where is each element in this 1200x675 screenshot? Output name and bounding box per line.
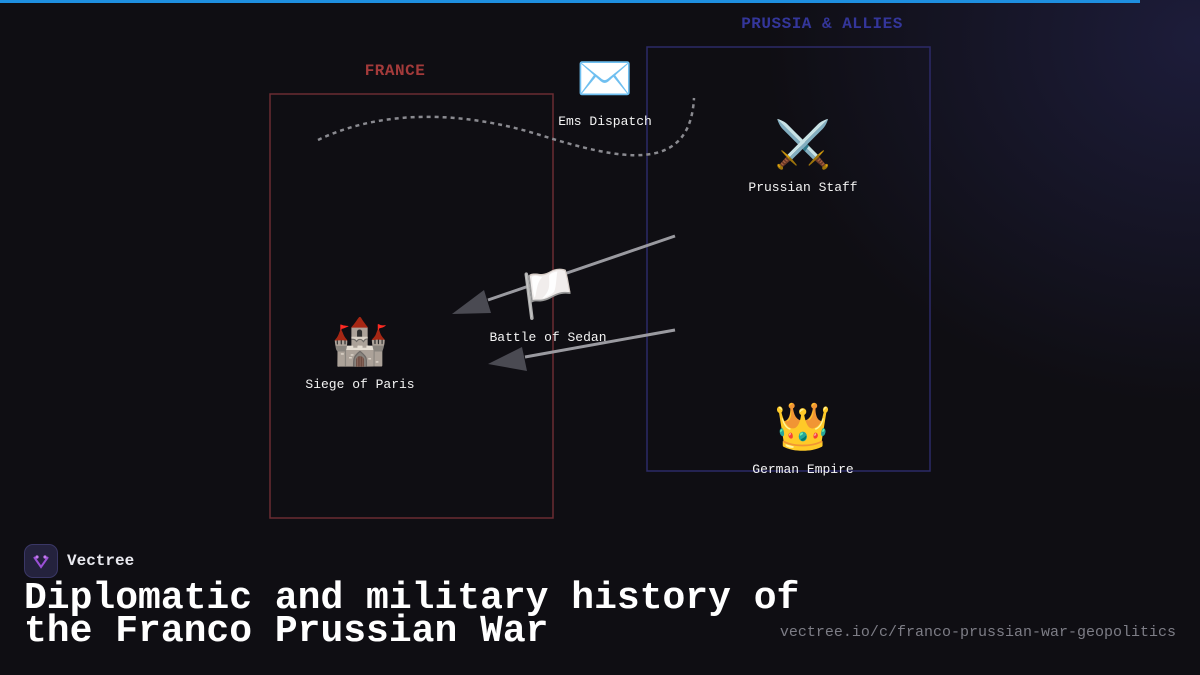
group-box-france xyxy=(269,93,554,519)
node-label: German Empire xyxy=(752,462,854,477)
node-battle-of-sedan[interactable]: 🏳️ Battle of Sedan xyxy=(448,266,648,345)
group-box-prussia xyxy=(646,46,931,472)
edge-staff-to-paris-arrowhead xyxy=(452,290,491,314)
group-label-prussia: PRUSSIA & ALLIES xyxy=(741,15,903,33)
source-url[interactable]: vectree.io/c/franco-prussian-war-geopoli… xyxy=(779,624,1176,641)
node-ems-dispatch[interactable]: ✉️ Ems Dispatch xyxy=(505,50,705,129)
white-flag-icon: 🏳️ xyxy=(519,267,577,321)
node-label: Battle of Sedan xyxy=(489,330,607,345)
node-label: Ems Dispatch xyxy=(558,114,652,129)
node-german-empire[interactable]: 👑 German Empire xyxy=(703,398,903,477)
castle-icon: 🏰 xyxy=(331,314,389,368)
edge-sedan-to-paris-arrowhead xyxy=(488,347,527,371)
progress-bar xyxy=(0,0,1140,3)
group-label-france: FRANCE xyxy=(364,62,426,80)
node-label: Siege of Paris xyxy=(305,377,415,392)
crossed-swords-icon: ⚔️ xyxy=(774,117,832,171)
node-label: Prussian Staff xyxy=(748,180,858,195)
envelope-icon: ✉️ xyxy=(576,51,634,105)
edge-staff-to-paris xyxy=(487,234,676,302)
crown-icon: 👑 xyxy=(774,399,832,453)
vectree-logo-icon xyxy=(24,544,58,578)
node-prussian-staff[interactable]: ⚔️ Prussian Staff xyxy=(703,116,903,195)
node-siege-of-paris[interactable]: 🏰 Siege of Paris xyxy=(260,313,460,392)
brand[interactable]: Vectree xyxy=(24,544,134,578)
edge-sedan-to-paris xyxy=(524,328,676,359)
edge-ems-dashed xyxy=(317,97,696,157)
page-title: Diplomatic and military history of the F… xyxy=(24,577,800,653)
brand-name: Vectree xyxy=(67,552,135,570)
